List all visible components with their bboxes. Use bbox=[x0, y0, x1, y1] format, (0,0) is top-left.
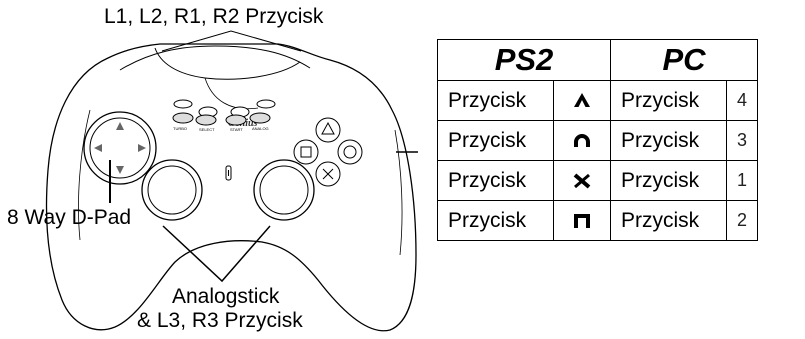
pc-label: Przycisk bbox=[610, 80, 727, 121]
center-buttons: Genius TURBO SELECT START ANALOG bbox=[172, 99, 276, 132]
pc-number: 3 bbox=[726, 120, 758, 161]
analog-pointer-lines bbox=[162, 225, 271, 283]
shoulder-buttons-label: L1, L2, R1, R2 Przycisk bbox=[104, 5, 324, 28]
pc-label: Przycisk bbox=[610, 200, 727, 241]
svg-text:TURBO: TURBO bbox=[173, 126, 187, 131]
table-row: Przycisk Przycisk 3 bbox=[437, 120, 758, 161]
analog-label-line1: Analogstick bbox=[172, 285, 280, 308]
led-icon bbox=[225, 165, 232, 181]
square-icon bbox=[574, 213, 590, 228]
table-row: Przycisk Przycisk 4 bbox=[437, 80, 758, 121]
svg-text:START: START bbox=[230, 127, 243, 132]
svg-text:ANALOG: ANALOG bbox=[252, 126, 269, 131]
analog-sticks bbox=[141, 159, 315, 221]
pc-label: Przycisk bbox=[610, 160, 727, 201]
pc-header: PC bbox=[610, 39, 758, 81]
pc-number: 4 bbox=[726, 80, 758, 121]
ps2-label: Przycisk bbox=[437, 80, 554, 121]
shoulder-pointer-lines bbox=[161, 30, 302, 52]
dpad-icon bbox=[83, 111, 157, 185]
face-buttons bbox=[293, 117, 363, 187]
button-mapping-table: PS2 PC Przycisk Przycisk 4 Przycisk Przy… bbox=[437, 39, 758, 241]
ps2-header: PS2 bbox=[437, 39, 611, 81]
cross-icon bbox=[573, 172, 591, 189]
svg-text:SELECT: SELECT bbox=[199, 127, 215, 132]
table-row: Przycisk Przycisk 2 bbox=[437, 200, 758, 241]
analog-label-line2: & L3, R3 Przycisk bbox=[137, 309, 303, 332]
pc-number: 1 bbox=[726, 160, 758, 201]
table-header-row: PS2 PC bbox=[437, 39, 758, 81]
circle-icon bbox=[574, 133, 590, 147]
controller-body bbox=[45, 43, 417, 332]
ps2-label: Przycisk bbox=[437, 200, 554, 241]
pc-label: Przycisk bbox=[610, 120, 727, 161]
pc-number: 2 bbox=[726, 200, 758, 241]
ps2-label: Przycisk bbox=[437, 120, 554, 161]
ps2-label: Przycisk bbox=[437, 160, 554, 201]
triangle-icon bbox=[574, 92, 590, 107]
table-row: Przycisk Przycisk 1 bbox=[437, 160, 758, 201]
dpad-label: 8 Way D-Pad bbox=[7, 206, 132, 229]
